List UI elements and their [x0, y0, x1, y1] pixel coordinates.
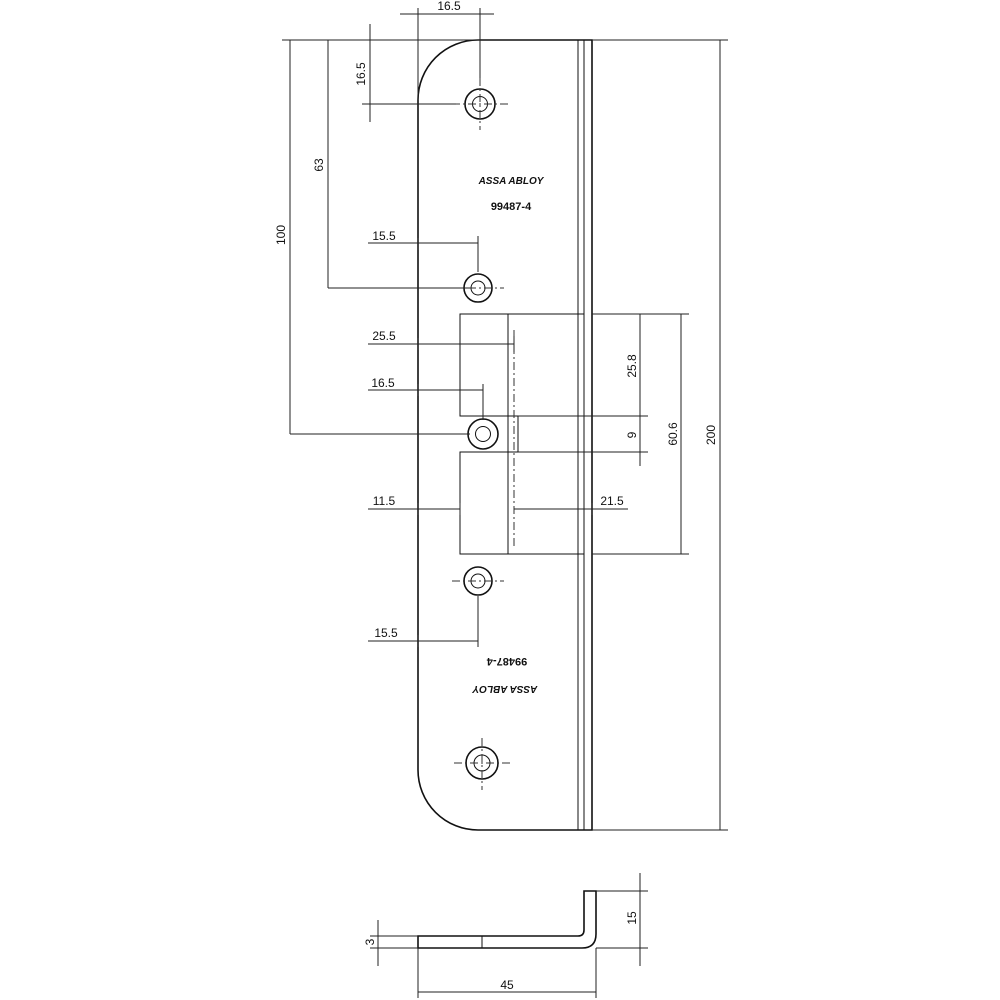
dim-label-3: 3: [363, 938, 377, 945]
dim-cutout-upper-height: [518, 313, 648, 417]
plate-outline: [417, 39, 593, 831]
dim-label-top-hole-v: 16.5: [354, 62, 368, 86]
dim-slot-height: [518, 416, 648, 466]
dim-label-9: 9: [625, 431, 639, 438]
dim-hole-offset-lower: [368, 596, 479, 647]
screw-hole-center: [467, 418, 499, 450]
dim-label-25-5: 25.5: [372, 329, 396, 343]
dim-label-60-6: 60.6: [666, 422, 680, 446]
dim-top-hole-horizontal: [400, 8, 494, 100]
dim-label-63: 63: [312, 158, 326, 172]
dim-lip-width: [514, 503, 628, 515]
dim-label-45: 45: [500, 978, 514, 992]
dim-center-hole-offset: [368, 384, 484, 420]
dim-label-200: 200: [704, 425, 718, 445]
dim-label-21-5: 21.5: [600, 494, 624, 508]
dim-center-hole-vertical: [282, 39, 470, 435]
strike-cutout: [459, 313, 585, 555]
dim-profile-width: [417, 948, 597, 998]
dim-label-15: 15: [625, 911, 639, 925]
dim-label-15-5-upper: 15.5: [372, 229, 396, 243]
dim-label-15-5-lower: 15.5: [374, 626, 398, 640]
dim-label-25-8: 25.8: [625, 354, 639, 378]
part-number-top: 99487-4: [491, 201, 532, 213]
dim-label-11-5: 11.5: [373, 494, 396, 508]
dim-plate-length: [592, 39, 728, 831]
brand-mark-top: ASSA ABLOY: [478, 176, 545, 187]
dim-label-100: 100: [274, 225, 288, 245]
dim-cutout-total-height: [592, 313, 689, 555]
dim-cutout-edge: [368, 503, 461, 515]
screw-hole-top: [452, 78, 508, 130]
dim-lip-height: [596, 873, 648, 966]
brand-mark-bottom: ASSA ABLOY: [471, 683, 538, 694]
side-profile: [417, 890, 597, 949]
dim-second-hole-vertical: [320, 39, 470, 289]
dim-hole-offset-upper: [368, 236, 479, 272]
dim-top-hole-vertical: [362, 24, 480, 122]
part-number-bottom: 99487-4: [486, 655, 527, 667]
dim-label-16-5-center: 16.5: [371, 376, 395, 390]
dim-thickness: [370, 920, 418, 966]
screw-hole-bottom: [454, 738, 510, 790]
dim-cutout-depth: [368, 336, 515, 352]
screw-hole-lower: [452, 566, 504, 596]
dim-label-top-hole-h: 16.5: [437, 0, 461, 13]
